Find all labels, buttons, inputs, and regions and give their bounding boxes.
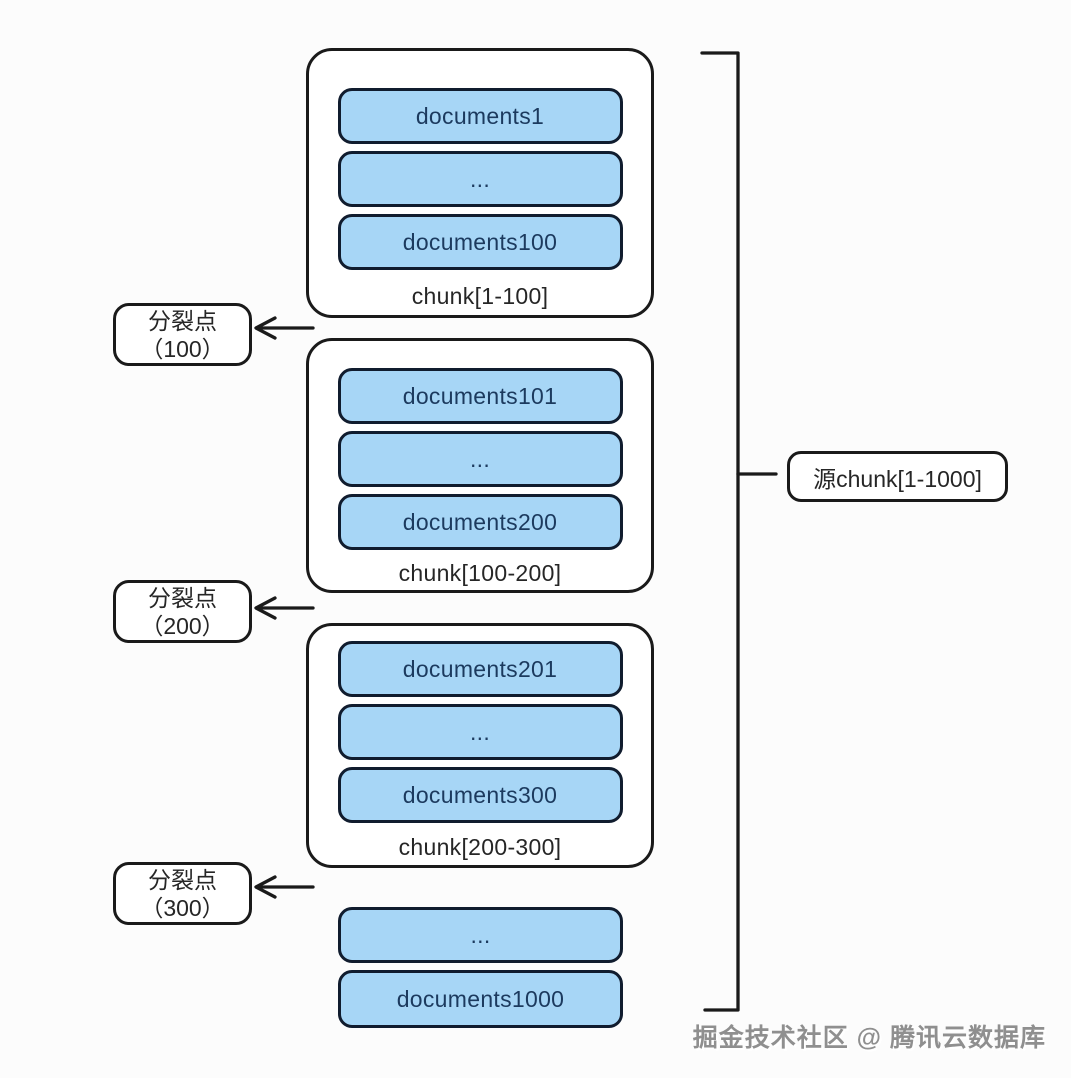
source-chunk-label: 源chunk[1-1000]: [787, 451, 1008, 502]
doc-box: documents200: [337, 494, 623, 550]
doc-box-ellipsis: ...: [337, 151, 623, 207]
split-point-label-200: 分裂点 （200）: [113, 580, 252, 643]
doc-box: documents1: [337, 88, 623, 144]
split-point-label-300: 分裂点 （300）: [113, 862, 252, 925]
doc-box: documents201: [337, 641, 623, 697]
chunk-group-1: documents1 ... documents100 chunk[1-100]: [306, 48, 654, 318]
doc-box: documents101: [337, 368, 623, 424]
split-arrow-2: [254, 596, 315, 620]
doc-box-ellipsis: ...: [337, 431, 623, 487]
split-arrow-3: [254, 875, 315, 899]
chunk-label: chunk[1-100]: [411, 282, 549, 309]
doc-box: documents300: [337, 767, 623, 823]
watermark: 掘金技术社区 @ 腾讯云数据库: [692, 1024, 1046, 1052]
chunk-label: chunk[100-200]: [398, 560, 562, 586]
split-point-value: （100）: [140, 335, 225, 362]
doc-box-ellipsis: ...: [338, 907, 623, 963]
split-point-value: （300）: [140, 894, 225, 921]
chunk-group-2: documents101 ... documents200 chunk[100-…: [306, 338, 654, 593]
split-point-label-100: 分裂点 （100）: [113, 303, 252, 366]
split-point-value: （200）: [140, 612, 225, 639]
tail-group: ... documents1000: [338, 907, 623, 1028]
chunk-group-3: documents201 ... documents300 chunk[200-…: [306, 623, 654, 868]
split-point-title: 分裂点: [148, 866, 217, 893]
doc-box-ellipsis: ...: [337, 704, 623, 760]
bracket-line: [700, 51, 740, 1012]
split-arrow-1: [254, 316, 315, 340]
split-point-title: 分裂点: [148, 584, 217, 611]
doc-box: documents100: [337, 214, 623, 270]
chunk-label: chunk[200-300]: [398, 834, 562, 860]
doc-box: documents1000: [338, 970, 623, 1028]
split-point-title: 分裂点: [148, 307, 217, 334]
